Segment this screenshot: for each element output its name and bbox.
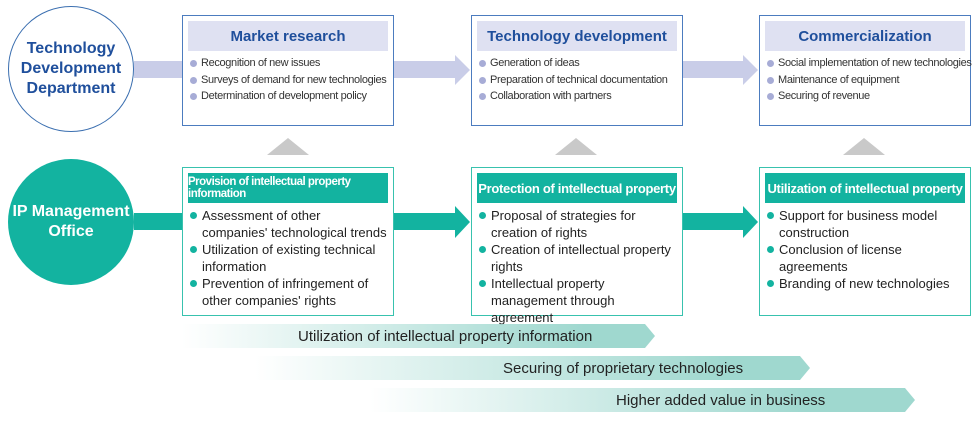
box-title: Protection of intellectual property: [477, 173, 677, 203]
list-item: Prevention of infringement of other comp…: [189, 275, 389, 309]
list-item: Conclusion of license agreements: [766, 241, 966, 275]
list-item: Maintenance of equipment: [766, 72, 966, 89]
box-title: Technology development: [477, 21, 677, 51]
market-research-box: Market research Recognition of new issue…: [182, 15, 394, 126]
list-item: Determination of development policy: [189, 88, 389, 105]
outcome-bar-2: Securing of proprietary technologies: [255, 356, 810, 380]
top-flow-arrow-2: [682, 55, 758, 85]
ip-info-box: Provision of intellectual property infor…: [182, 167, 394, 316]
list-item: Preparation of technical documentation: [478, 72, 678, 89]
list-item: Branding of new technologies: [766, 275, 966, 292]
list-item: Surveys of demand for new technologies: [189, 72, 389, 89]
list-item: Recognition of new issues: [189, 55, 389, 72]
list-item: Collaboration with partners: [478, 88, 678, 105]
list-item: Generation of ideas: [478, 55, 678, 72]
box-title: Market research: [188, 21, 388, 51]
list-item: Creation of intellectual property rights: [478, 241, 678, 275]
box-title: Utilization of intellectual property: [765, 173, 965, 203]
bullet-list: Proposal of strategies for creation of r…: [472, 207, 682, 326]
ip-protection-box: Protection of intellectual property Prop…: [471, 167, 683, 325]
list-item: Utilization of existing technical inform…: [189, 241, 389, 275]
list-item: Support for business model construction: [766, 207, 966, 241]
commercialization-box: Commercialization Social implementation …: [759, 15, 972, 126]
up-triangle-icon: [267, 138, 309, 155]
ip-utilization-box: Utilization of intellectual property Sup…: [759, 167, 971, 316]
tech-dept-circle: Technology Development Department: [8, 6, 134, 132]
list-item: Proposal of strategies for creation of r…: [478, 207, 678, 241]
up-triangle-icon: [555, 138, 597, 155]
up-triangle-icon: [843, 138, 885, 155]
outcome-bar-3: Higher added value in business: [370, 388, 915, 412]
list-item: Securing of revenue: [766, 88, 966, 105]
list-item: Social implementation of new technologie…: [766, 55, 972, 72]
box-title: Provision of intellectual property infor…: [188, 173, 388, 203]
bottom-flow-arrow-2: [682, 206, 758, 238]
outcome-bar-1: Utilization of intellectual property inf…: [182, 324, 655, 348]
bullet-list: Social implementation of new technologie…: [760, 55, 972, 105]
ip-office-circle: IP Management Office: [8, 159, 134, 285]
list-item: Assessment of other companies' technolog…: [189, 207, 389, 241]
box-title: Commercialization: [765, 21, 965, 51]
bullet-list: Assessment of other companies' technolog…: [183, 207, 393, 309]
list-item: Intellectual property management through…: [478, 275, 678, 326]
tech-development-box: Technology development Generation of ide…: [471, 15, 683, 126]
